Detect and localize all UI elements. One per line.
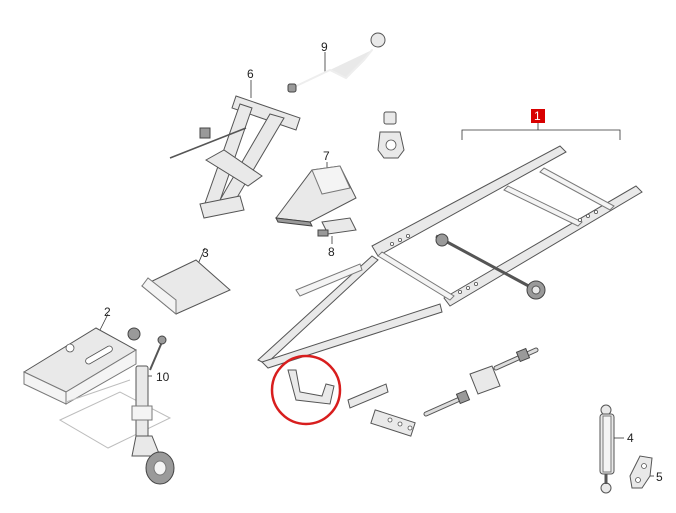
callout-2: 2 [104, 305, 111, 319]
part-10-jockey-wheel[interactable]: 10 [131, 335, 175, 485]
callout-4: 4 [627, 431, 634, 445]
part-2-drawbar-cover[interactable]: 2 [22, 305, 141, 405]
highlighted-bracket[interactable] [270, 354, 342, 426]
callout-7: 7 [323, 149, 330, 163]
callout-6: 6 [247, 67, 254, 81]
part-5-mounting-clip[interactable]: 5 [629, 455, 663, 489]
callout-1-badge [531, 109, 545, 123]
hitch-hook-accessory[interactable] [377, 111, 405, 159]
callout-1: 1 [534, 109, 541, 123]
threaded-rod-assembly[interactable] [423, 347, 539, 417]
ghost-drawbar-outline [58, 379, 172, 449]
part-3-cover-plate[interactable]: 3 [141, 246, 231, 316]
callout-9: 9 [321, 40, 328, 54]
callout-3: 3 [202, 246, 209, 260]
callout-8: 8 [328, 245, 335, 259]
part-1-chassis-frame[interactable]: 1 [257, 109, 643, 369]
callout-10: 10 [156, 370, 170, 384]
highlight-circle [270, 354, 342, 426]
mounting-plate[interactable] [347, 383, 416, 437]
part-7-wheel-chock[interactable]: 7 [275, 149, 357, 227]
part-8-chock-holder[interactable]: 8 [317, 217, 357, 259]
callout-5: 5 [656, 470, 663, 484]
part-6-scissor-jack[interactable]: 6 [169, 67, 301, 219]
part-4-shock-absorber[interactable]: 4 [599, 404, 634, 494]
part-9-crank-handle[interactable]: 9 [287, 32, 386, 93]
